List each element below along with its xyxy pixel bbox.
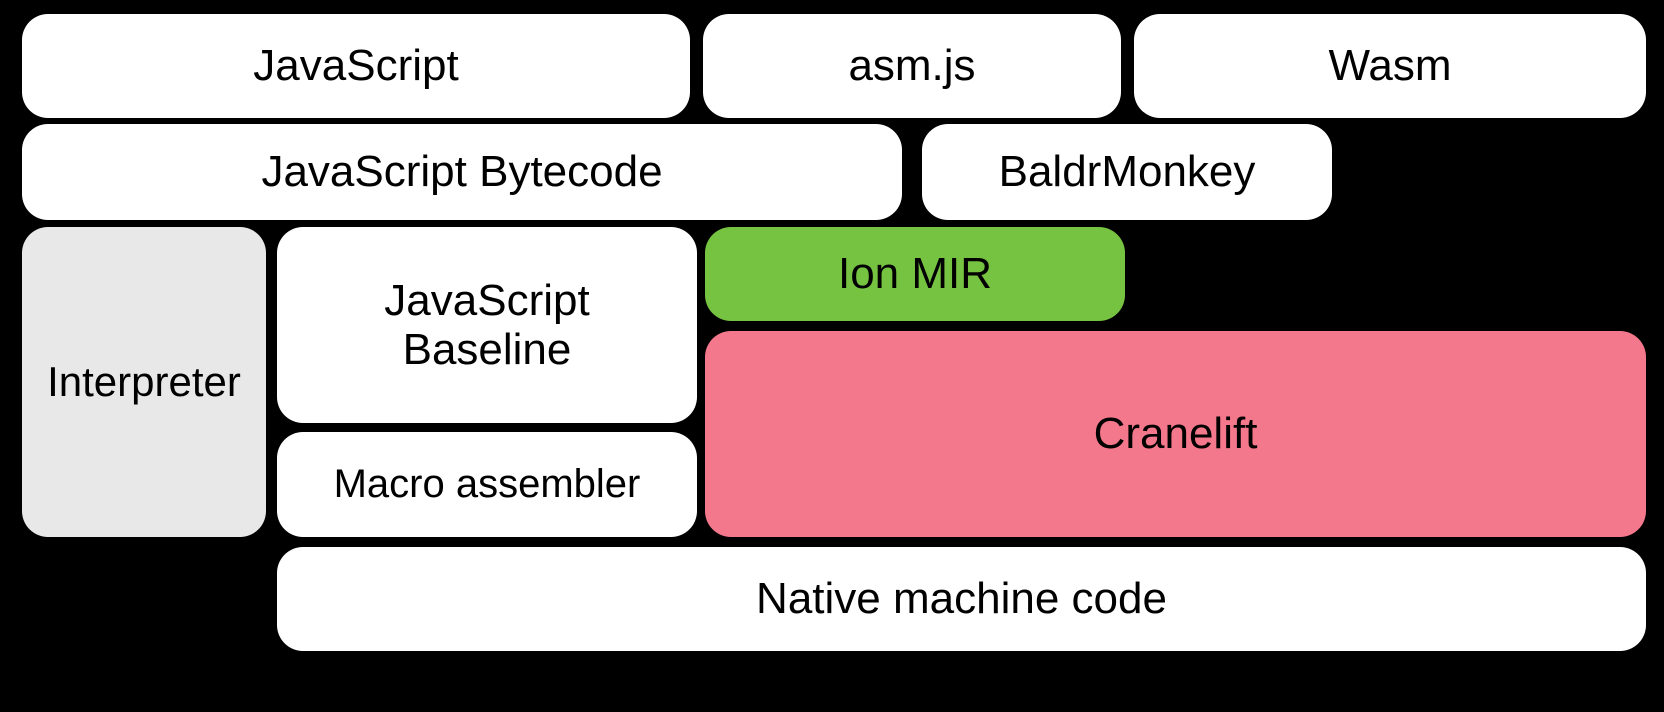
box-javascript-bytecode: JavaScript Bytecode: [22, 124, 902, 220]
box-asmjs: asm.js: [703, 14, 1121, 118]
box-ion-mir: Ion MIR: [705, 227, 1125, 321]
box-wasm: Wasm: [1134, 14, 1646, 118]
box-javascript-baseline: JavaScript Baseline: [277, 227, 697, 423]
box-baldrmonkey: BaldrMonkey: [922, 124, 1332, 220]
box-javascript: JavaScript: [22, 14, 690, 118]
box-macro-assembler: Macro assembler: [277, 432, 697, 537]
box-native-machine-code: Native machine code: [277, 547, 1646, 651]
box-interpreter: Interpreter: [22, 227, 266, 537]
box-cranelift: Cranelift: [705, 331, 1646, 537]
